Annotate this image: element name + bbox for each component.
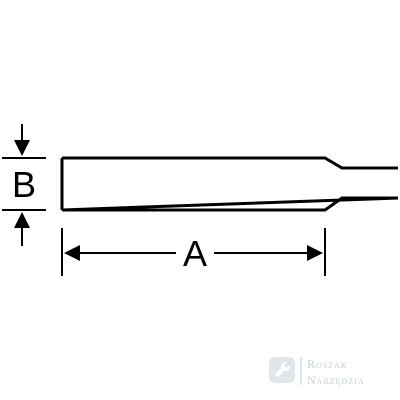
dimension-label-b: B [12,164,36,205]
a-arrow-left-head [64,245,80,261]
a-arrow-right-head [307,245,323,261]
file-body-outline [61,156,399,212]
watermark-line-1: Roszak [307,357,348,371]
b-arrow-bottom-head [14,212,30,228]
wrench-icon [269,357,295,383]
dimension-label-a: A [183,233,207,274]
watermark-line-2: Narzędzia [307,373,365,387]
b-arrow-top-head [14,140,30,156]
roszak-watermark: Roszak Narzędzia [269,357,365,387]
